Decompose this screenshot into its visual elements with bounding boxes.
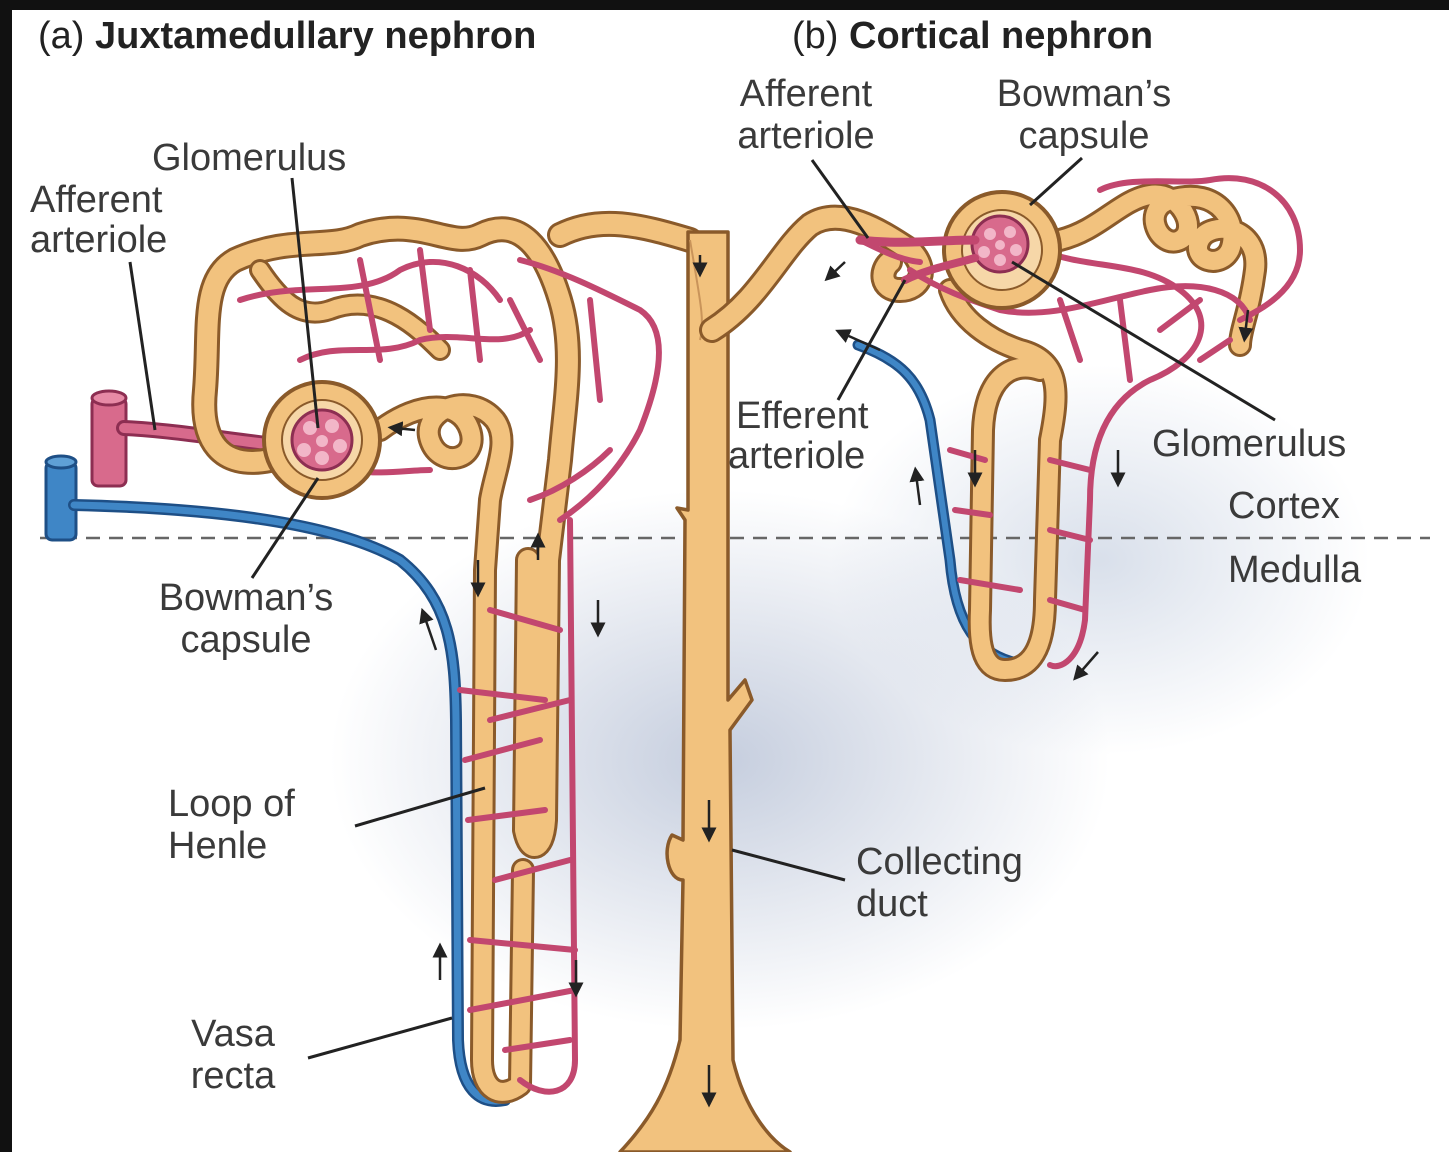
- label-vasa-line1: Vasa: [168, 1014, 298, 1054]
- label-bowman-a-line1: Bowman’s: [122, 578, 370, 618]
- label-afferent-b-line1: Afferent: [704, 74, 908, 114]
- collecting-duct: [620, 232, 790, 1152]
- afferent-arteriole-b: [860, 240, 975, 242]
- label-loop-line2: Henle: [168, 826, 267, 866]
- label-glomerulus-a: Glomerulus: [152, 138, 346, 178]
- label-cortex: Cortex: [1228, 486, 1340, 526]
- glomerulus-b: [972, 216, 1028, 272]
- title-b-name: Cortical nephron: [849, 15, 1153, 57]
- label-bowman-b-line2: capsule: [956, 116, 1212, 156]
- label-efferent-b-line1: Efferent: [736, 396, 868, 436]
- label-bowman-a-line2: capsule: [122, 620, 370, 660]
- title-cortical: (b) Cortical nephron: [792, 16, 1153, 56]
- label-afferent-a-line2: arteriole: [30, 220, 167, 260]
- renal-artery-stub: [92, 391, 126, 486]
- label-afferent-b-line2: arteriole: [704, 116, 908, 156]
- label-vasa-line2: recta: [168, 1056, 298, 1096]
- title-a-name: Juxtamedullary nephron: [95, 15, 536, 57]
- label-afferent-a-line1: Afferent: [30, 180, 162, 220]
- label-efferent-b-line2: arteriole: [728, 436, 865, 476]
- label-collecting-line1: Collecting: [856, 842, 1023, 882]
- title-b-prefix: (b): [792, 15, 838, 57]
- label-bowman-b-line1: Bowman’s: [956, 74, 1212, 114]
- glomerulus-a: [292, 410, 352, 470]
- capillary-venous-b: [858, 345, 1030, 665]
- label-glomerulus-b: Glomerulus: [1152, 424, 1346, 464]
- label-collecting-line2: duct: [856, 884, 928, 924]
- frame-top-border: [0, 0, 1449, 10]
- title-juxtamedullary: (a) Juxtamedullary nephron: [38, 16, 536, 56]
- frame-left-border: [0, 0, 12, 1152]
- label-loop-line1: Loop of: [168, 784, 295, 824]
- renal-vein-stub: [46, 456, 76, 540]
- title-a-prefix: (a): [38, 15, 84, 57]
- label-medulla: Medulla: [1228, 550, 1361, 590]
